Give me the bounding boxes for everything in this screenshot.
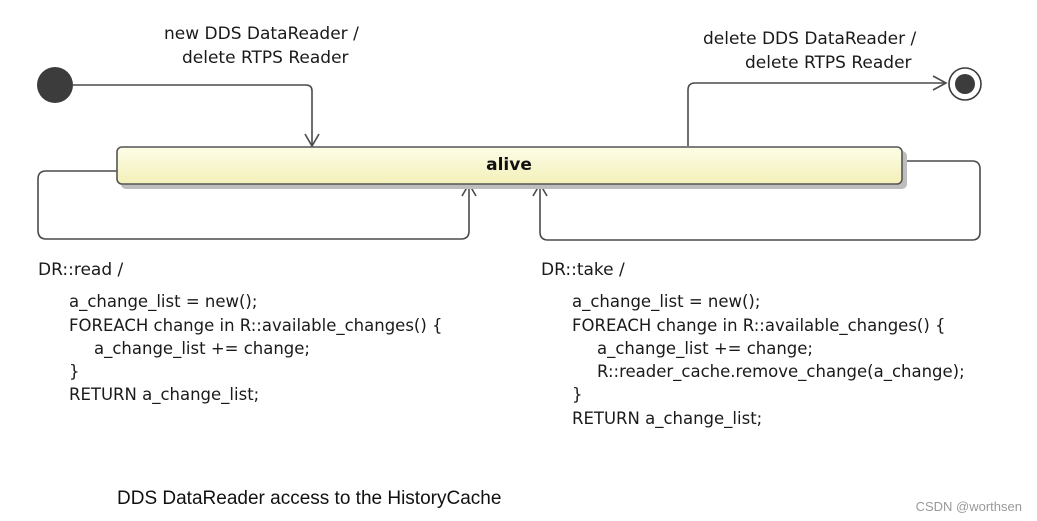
figure-caption: DDS DataReader access to the HistoryCach… — [117, 488, 501, 509]
take-code-line-2: FOREACH change in R::available_changes()… — [572, 316, 946, 336]
read-code-line-4: } — [69, 362, 80, 381]
final-state-inner — [955, 74, 975, 94]
read-trigger: DR::read / — [38, 260, 124, 280]
create-transition — [73, 84, 313, 146]
create-label-line1: new DDS DataReader / — [164, 24, 359, 44]
watermark: CSDN @worthsen — [916, 499, 1022, 514]
take-code-line-4: R::reader_cache.remove_change(a_change); — [597, 362, 965, 382]
read-code-line-5: RETURN a_change_list; — [69, 385, 259, 405]
alive-state-label: alive — [486, 155, 532, 175]
read-code-line-1: a_change_list = new(); — [69, 292, 257, 312]
destroy-transition — [687, 82, 946, 146]
initial-state — [37, 67, 73, 103]
create-label-line2: delete RTPS Reader — [182, 48, 349, 68]
final-state-outer — [948, 67, 982, 101]
take-code-line-1: a_change_list = new(); — [572, 292, 760, 312]
read-code-line-2: FOREACH change in R::available_changes()… — [69, 316, 443, 336]
take-code-line-3: a_change_list += change; — [597, 339, 813, 359]
alive-state — [116, 146, 903, 185]
create-arrowhead — [304, 133, 320, 148]
destroy-arrowhead — [932, 75, 948, 91]
read-self-loop — [37, 170, 470, 240]
take-self-loop — [539, 160, 981, 241]
destroy-label-line2: delete RTPS Reader — [745, 53, 912, 73]
take-trigger: DR::take / — [541, 260, 625, 280]
take-code-line-5: } — [572, 385, 583, 404]
read-code-line-3: a_change_list += change; — [94, 339, 310, 359]
destroy-label-line1: delete DDS DataReader / — [703, 29, 916, 49]
take-code-line-6: RETURN a_change_list; — [572, 409, 762, 429]
